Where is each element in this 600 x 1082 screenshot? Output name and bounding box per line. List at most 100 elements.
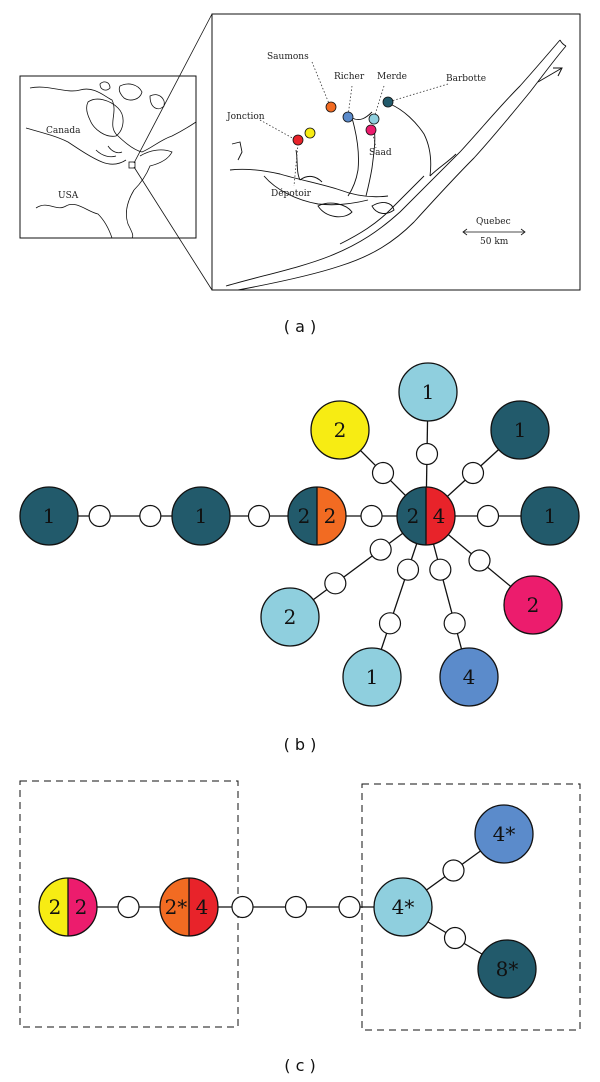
b-yellow-haplotype-node bbox=[310, 400, 370, 460]
site-label-barbotte: Barbotte bbox=[446, 74, 486, 84]
b-split-left-right-half bbox=[317, 487, 346, 545]
b-top-haplotype-node bbox=[398, 362, 458, 422]
c-yellow-pink-left-half bbox=[39, 878, 68, 936]
site-label-saad: Saad bbox=[369, 148, 392, 158]
median-vector-node bbox=[371, 461, 395, 485]
b-right-count: 1 bbox=[544, 504, 557, 528]
b-left-haplotype-node bbox=[171, 486, 231, 546]
b-blue-haplotype-node bbox=[439, 647, 499, 707]
detail-map-frame bbox=[211, 13, 581, 291]
c-orange-red-count-left: 2* bbox=[165, 895, 188, 919]
site-saumons-marker bbox=[325, 101, 337, 113]
panel-a-tag: ( a ) bbox=[284, 317, 316, 336]
median-vector-node bbox=[247, 504, 271, 528]
site-leader-lines bbox=[259, 61, 449, 187]
site-jonction-marker bbox=[304, 127, 316, 139]
b-split-left-left-half bbox=[288, 487, 317, 545]
b-split-left-count-right: 2 bbox=[324, 504, 337, 528]
panel-c-edges bbox=[68, 833, 508, 970]
b-pink-count: 2 bbox=[527, 593, 540, 617]
scale-bar bbox=[462, 228, 526, 236]
b-bottom-count: 1 bbox=[366, 665, 379, 689]
median-vector-node bbox=[338, 895, 361, 919]
zoom-line-bottom bbox=[133, 166, 213, 291]
c-orange-red-left-half bbox=[160, 878, 189, 936]
site-label-saumons: Saumons bbox=[267, 52, 309, 62]
b-split-left-count-left: 2 bbox=[298, 504, 311, 528]
overview-map-frame bbox=[19, 75, 197, 239]
b-bottom-haplotype-node bbox=[342, 647, 402, 707]
site-label-depotoir: Dépotoir bbox=[271, 188, 312, 199]
median-vector-node bbox=[324, 572, 347, 595]
b-top-right-haplotype-node bbox=[490, 400, 550, 460]
median-vector-node bbox=[443, 612, 466, 635]
c-hub-count: 4* bbox=[392, 895, 415, 919]
flow-arrow bbox=[537, 67, 563, 83]
b-top-count: 1 bbox=[422, 380, 435, 404]
b-far-left-haplotype-node bbox=[19, 486, 79, 546]
median-vector-node bbox=[88, 504, 111, 528]
b-right-haplotype-node bbox=[520, 486, 580, 546]
median-vector-node bbox=[360, 504, 383, 528]
b-top-right-count: 1 bbox=[514, 418, 527, 442]
panel-c-tag: ( c ) bbox=[284, 1056, 315, 1075]
b-yellow-count: 2 bbox=[334, 418, 347, 442]
panel-b-tag: ( b ) bbox=[284, 735, 317, 754]
median-vector-node bbox=[117, 895, 140, 919]
median-vector-node bbox=[443, 926, 467, 950]
site-barbotte-marker bbox=[382, 96, 394, 108]
c-blue-count: 4* bbox=[493, 822, 516, 846]
site-depotoir-marker bbox=[292, 134, 304, 146]
b-lower-left-count: 2 bbox=[284, 605, 297, 629]
b-hub-right-half bbox=[426, 487, 455, 545]
median-vector-node bbox=[396, 558, 420, 581]
site-merde-marker bbox=[368, 113, 380, 125]
b-hub-left-half bbox=[397, 487, 426, 545]
c-blue-haplotype-node bbox=[474, 804, 534, 864]
median-vector-node bbox=[468, 549, 491, 572]
b-blue-count: 4 bbox=[463, 665, 476, 689]
site-label-jonction: Jonction bbox=[226, 112, 265, 122]
c-orange-red-count-right: 4 bbox=[196, 895, 209, 919]
b-left-count: 1 bbox=[195, 504, 208, 528]
c-dark-count: 8* bbox=[496, 957, 519, 981]
median-vector-node bbox=[369, 538, 392, 561]
c-orange-red-right-half bbox=[189, 878, 218, 936]
c-hub-haplotype-node bbox=[373, 877, 433, 937]
usa-label: USA bbox=[58, 191, 79, 201]
median-vector-node bbox=[429, 558, 452, 581]
median-vector-node bbox=[461, 461, 485, 485]
panel-a-map: Canada USA bbox=[19, 13, 581, 336]
canada-label: Canada bbox=[46, 126, 81, 136]
median-vector-node bbox=[231, 895, 254, 919]
median-vector-node bbox=[442, 859, 465, 882]
b-far-left-count: 1 bbox=[43, 504, 56, 528]
site-saad-marker bbox=[365, 124, 377, 136]
city-label-quebec: Quebec bbox=[476, 217, 511, 227]
b-lower-left-haplotype-node bbox=[260, 587, 320, 647]
b-hub-count-right: 4 bbox=[433, 504, 446, 528]
median-vector-node bbox=[476, 504, 500, 528]
site-label-richer: Richer bbox=[334, 72, 365, 82]
c-dark-haplotype-node bbox=[477, 939, 537, 999]
scale-label: 50 km bbox=[480, 237, 509, 247]
b-hub-count-left: 2 bbox=[407, 504, 420, 528]
median-vector-node bbox=[284, 895, 308, 919]
sampling-sites bbox=[292, 96, 394, 146]
median-vector-node bbox=[378, 612, 402, 635]
site-richer-marker bbox=[342, 111, 354, 123]
c-yellow-pink-count-left: 2 bbox=[49, 895, 62, 919]
c-yellow-pink-right-half bbox=[68, 878, 97, 936]
inset-locator bbox=[128, 161, 136, 169]
median-vector-node bbox=[139, 504, 162, 528]
zoom-line-top bbox=[133, 13, 213, 164]
overview-coastlines bbox=[25, 81, 197, 239]
b-pink-haplotype-node bbox=[503, 575, 563, 635]
site-label-merde: Merde bbox=[377, 72, 407, 82]
